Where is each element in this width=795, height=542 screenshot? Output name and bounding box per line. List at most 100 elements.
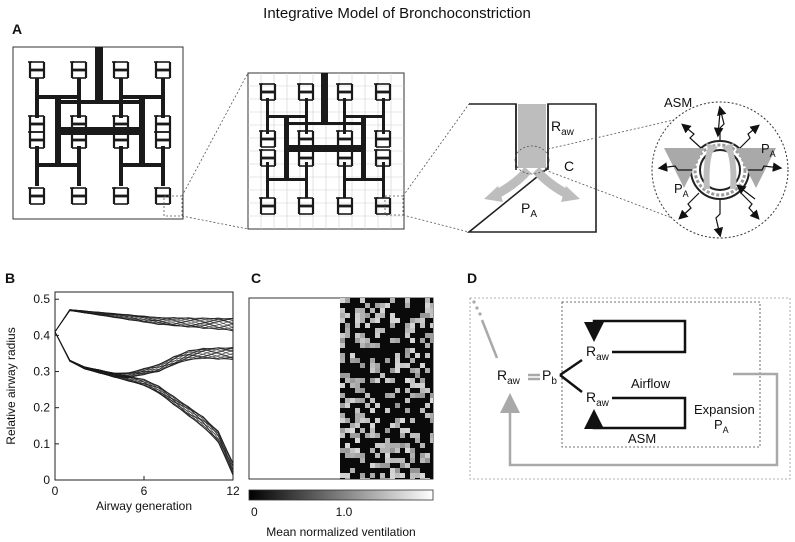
ventilation-pixel <box>430 333 433 338</box>
ventilation-pixel <box>355 333 360 338</box>
asm-label: ASM <box>664 95 692 110</box>
ventilation-pixel <box>425 413 430 418</box>
ventilation-pixel <box>370 408 375 413</box>
ventilation-pixel <box>395 473 400 478</box>
figure-title: Integrative Model of Bronchoconstriction <box>263 5 531 22</box>
ventilation-pixel <box>390 378 395 383</box>
chart-series-group <box>54 309 234 476</box>
ventilation-pixel <box>355 408 360 413</box>
ventilation-pixel <box>355 358 360 363</box>
ventilation-pixel <box>375 368 380 373</box>
ventilation-pixel <box>360 338 365 343</box>
chart-y-tick-label: 0 <box>43 473 50 487</box>
ventilation-pixel <box>430 323 433 328</box>
ventilation-pixel <box>355 313 360 318</box>
ventilation-pixel <box>360 318 365 323</box>
ventilation-pixel <box>410 348 415 353</box>
ventilation-pixel <box>420 313 425 318</box>
chart-series-1 <box>54 331 234 379</box>
panel-label-d: D <box>467 270 477 286</box>
ventilation-pixel <box>360 298 365 303</box>
chart-series-2 <box>54 331 234 476</box>
ventilation-pixel <box>355 308 360 313</box>
ventilation-pixel <box>405 333 410 338</box>
ventilation-pixel <box>345 448 350 453</box>
unit-c-label: C <box>564 158 574 174</box>
ventilation-pixel <box>345 333 350 338</box>
ventilation-pixel <box>395 448 400 453</box>
ventilation-pixel <box>400 363 405 368</box>
ventilation-pixel <box>410 338 415 343</box>
ventilation-pixel <box>415 383 420 388</box>
ventilation-pixel <box>380 308 385 313</box>
ventilation-pixel <box>380 328 385 333</box>
ventilation-pixel <box>420 323 425 328</box>
unit-raw-label: Raw <box>551 118 575 138</box>
chart-line <box>54 309 234 332</box>
ventilation-pixel <box>385 393 390 398</box>
ventilation-pixel <box>390 448 395 453</box>
ventilation-pixel <box>430 398 433 403</box>
ventilation-pixel <box>390 338 395 343</box>
ventilation-pixel <box>365 338 370 343</box>
ventilation-pixel <box>355 453 360 458</box>
ventilation-pixel <box>380 373 385 378</box>
ventilation-pixel <box>425 303 430 308</box>
ventilation-pixel <box>380 303 385 308</box>
ventilation-pixel <box>405 323 410 328</box>
ventilation-pixel <box>420 453 425 458</box>
chart-line <box>54 309 234 332</box>
ventilation-pixel <box>425 333 430 338</box>
ventilation-pixel <box>345 403 350 408</box>
ventilation-pixel <box>405 328 410 333</box>
ventilation-pixel <box>380 313 385 318</box>
ventilation-pixel <box>365 303 370 308</box>
ventilation-pixel <box>350 358 355 363</box>
ventilation-pixel <box>340 448 345 453</box>
ventilation-pixel <box>370 308 375 313</box>
ventilation-pixel <box>380 448 385 453</box>
airway-tree-gridded <box>247 72 405 230</box>
d-asm: ASM <box>628 431 656 446</box>
chart-xlabel: Airway generation <box>96 499 192 513</box>
ventilation-pixel <box>385 448 390 453</box>
panel-label-c: C <box>251 270 261 286</box>
ventilation-pixel <box>360 458 365 463</box>
ventilation-pixel <box>410 478 415 479</box>
ventilation-pixel <box>395 353 400 358</box>
ventilation-pixel <box>430 413 433 418</box>
ventilation-pixel <box>410 328 415 333</box>
ventilation-pixel <box>405 448 410 453</box>
ventilation-pixel <box>400 418 405 423</box>
ventilation-pixel <box>355 323 360 328</box>
zoom-lines-1 <box>163 72 249 230</box>
ventilation-pixel <box>410 473 415 478</box>
ventilation-pixel <box>355 418 360 423</box>
ventilation-pixel <box>410 368 415 373</box>
ventilation-pixel <box>375 418 380 423</box>
ventilation-pixel <box>410 323 415 328</box>
chart-series-0 <box>54 309 234 333</box>
ventilation-pixel <box>420 383 425 388</box>
ventilation-pixel <box>360 378 365 383</box>
ventilation-pixel <box>430 433 433 438</box>
feedback-diagram <box>469 297 791 480</box>
ventilation-pixel <box>395 338 400 343</box>
ventilation-pixel <box>345 443 350 448</box>
ventilation-pixel <box>375 433 380 438</box>
ventilation-pixel <box>355 383 360 388</box>
ventilation-pixel <box>340 428 345 433</box>
ventilation-pixel <box>370 368 375 373</box>
ventilation-pixel <box>385 463 390 468</box>
chart-ylabel: Relative airway radius <box>4 327 18 444</box>
ventilation-pixel <box>390 318 395 323</box>
ventilation-pixel <box>390 393 395 398</box>
ventilation-map <box>248 297 434 480</box>
ventilation-pixel <box>365 323 370 328</box>
ventilation-pixel <box>430 393 433 398</box>
ventilation-pixel <box>410 393 415 398</box>
ventilation-pixel <box>370 378 375 383</box>
ventilation-pixel <box>355 438 360 443</box>
